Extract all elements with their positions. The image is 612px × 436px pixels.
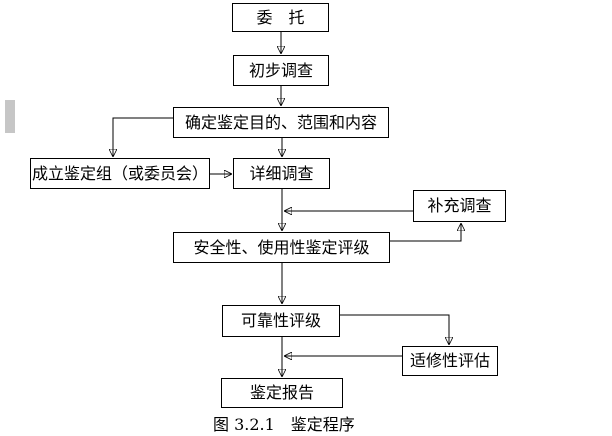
connector-determine-to-establish-group — [113, 117, 173, 157]
node-appraisal-report: 鉴定报告 — [221, 378, 343, 408]
node-reliability-rating: 可靠性评级 — [222, 305, 340, 337]
node-supplementary-investigation: 补充调查 — [413, 190, 506, 222]
node-detailed-investigation: 详细调查 — [233, 158, 330, 189]
node-determine-purpose-scope-content: 确定鉴定目的、范围和内容 — [173, 107, 389, 138]
node-label: 初步调查 — [248, 60, 313, 80]
node-label: 确定鉴定目的、范围和内容 — [184, 112, 377, 132]
connector-reliability-to-repairability — [340, 314, 449, 345]
node-label: 鉴定报告 — [249, 383, 314, 402]
node-label: 成立鉴定组（或委员会） — [31, 163, 208, 183]
node-establish-appraisal-group: 成立鉴定组（或委员会） — [30, 158, 210, 189]
node-label: 可靠性评级 — [240, 311, 321, 330]
figure-caption: 图 3.2.1 鉴定程序 — [213, 415, 355, 434]
node-label: 安全性、使用性鉴定评级 — [193, 237, 370, 257]
scrollbar-thumb[interactable] — [5, 100, 15, 133]
node-repairability-assessment: 适修性评估 — [402, 346, 498, 376]
node-label: 适修性评估 — [409, 351, 490, 370]
node-label: 委 托 — [256, 7, 305, 27]
connector-safety-rating-to-supplementary — [390, 223, 461, 242]
node-label: 补充调查 — [427, 196, 492, 215]
node-preliminary-investigation: 初步调查 — [233, 55, 329, 86]
node-commission: 委 托 — [232, 3, 329, 32]
node-label: 详细调查 — [249, 163, 314, 183]
node-safety-serviceability-rating: 安全性、使用性鉴定评级 — [173, 232, 390, 263]
